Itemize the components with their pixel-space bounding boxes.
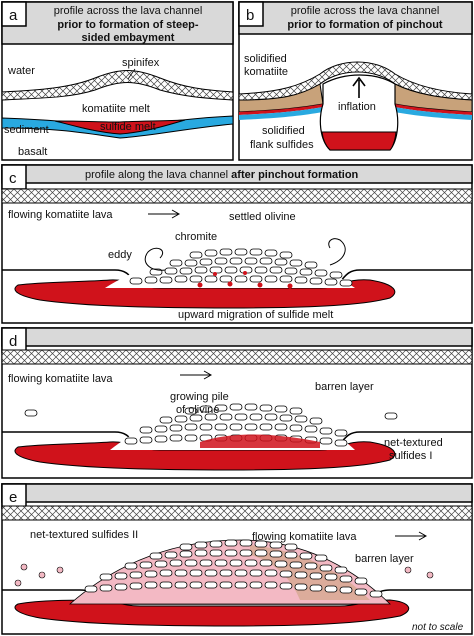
panel-e-tag: e: [9, 489, 17, 506]
label-barren-e: barren layer: [355, 553, 414, 565]
panel-b-header-line2: prior to formation of pinchout: [287, 19, 443, 31]
sulfide-droplets-c: [197, 271, 293, 289]
barren-zone-e: [250, 545, 370, 600]
flow-arrow-c: [148, 209, 181, 219]
label-flowing-e: flowing komatiite lava: [252, 531, 357, 543]
label-flank-2: flank sulfides: [250, 139, 314, 151]
label-solidified-1: solidified: [244, 53, 287, 65]
label-upward-migration: upward migration of sulfide melt: [178, 309, 333, 321]
panel-c: c profile along the lava channel after p…: [1, 164, 473, 324]
label-basalt: basalt: [18, 146, 47, 158]
panel-a-header-line2: prior to formation of steep-: [57, 19, 199, 31]
panel-a: a profile across the lava channel prior …: [1, 1, 234, 161]
spinifex-crust: [1, 70, 234, 101]
panel-a-header-line3: sided embayment: [82, 32, 175, 44]
label-solidified-2: komatiite: [244, 66, 288, 78]
label-flowing-c: flowing komatiite lava: [8, 209, 113, 221]
label-net2: net-textured sulfides II: [30, 529, 138, 541]
panel-d-header: [1, 327, 473, 347]
label-sediment: sediment: [4, 124, 49, 136]
panel-c-header: profile along the lava channel after pin…: [85, 169, 359, 181]
label-settled-olivine: settled olivine: [229, 211, 296, 223]
panel-c-tag: c: [9, 170, 17, 187]
panel-a-tag: a: [9, 7, 18, 24]
olivine-grains-e: [84, 539, 383, 598]
label-komatiite-melt: komatiite melt: [82, 103, 150, 115]
inflation-arrow: [352, 76, 366, 98]
label-eddy: eddy: [108, 249, 132, 261]
panel-d: d flowing komatiite lava barren layer gr…: [1, 327, 473, 479]
eddy-icon: [144, 247, 166, 271]
crust-band-c: [1, 188, 473, 204]
label-water: water: [7, 65, 35, 77]
panel-a-header: [1, 1, 234, 45]
label-inflation: inflation: [338, 101, 376, 113]
pink-droplets-e: [14, 563, 434, 587]
panel-b-tag: b: [246, 7, 254, 24]
panel-e-header: [1, 483, 473, 503]
crust-band-e: [1, 505, 473, 521]
label-spinifex: spinifex: [122, 57, 160, 69]
label-net-2: sulfides I: [389, 450, 432, 462]
panel-a-header-line1: profile across the lava channel: [54, 5, 203, 17]
label-chromite: chromite: [175, 231, 217, 243]
label-not-to-scale: not to scale: [412, 622, 464, 633]
label-flowing-d: flowing komatiite lava: [8, 373, 113, 385]
label-sulfide-melt: sulfide melt: [100, 121, 156, 133]
flow-arrow-d: [180, 370, 213, 380]
red-net-d: [200, 434, 320, 448]
label-barren-d: barren layer: [315, 381, 374, 393]
label-growing-1: growing pile: [170, 391, 229, 403]
flow-arrow-e: [395, 531, 428, 541]
sulfide-melt-a: [54, 119, 186, 135]
crust-band-d: [1, 349, 473, 365]
label-growing-2: of olivine: [176, 404, 219, 416]
sulfide-floor-d: [14, 441, 396, 471]
inflated-chamber: [319, 74, 399, 151]
label-flank-1: solidified: [262, 125, 305, 137]
panel-b-header-line1: profile across the lava channel: [291, 5, 440, 17]
panel-e: e net-textured sulfides II flowing komat…: [1, 483, 473, 635]
olivine-grains-c: [129, 248, 353, 287]
panel-d-tag: d: [9, 333, 17, 350]
panel-b-header: [238, 1, 473, 35]
sulfide-pool-b: [321, 131, 397, 151]
panel-b: b profile across the lava channel prior …: [238, 1, 473, 161]
label-net-1: net-textured: [384, 437, 443, 449]
